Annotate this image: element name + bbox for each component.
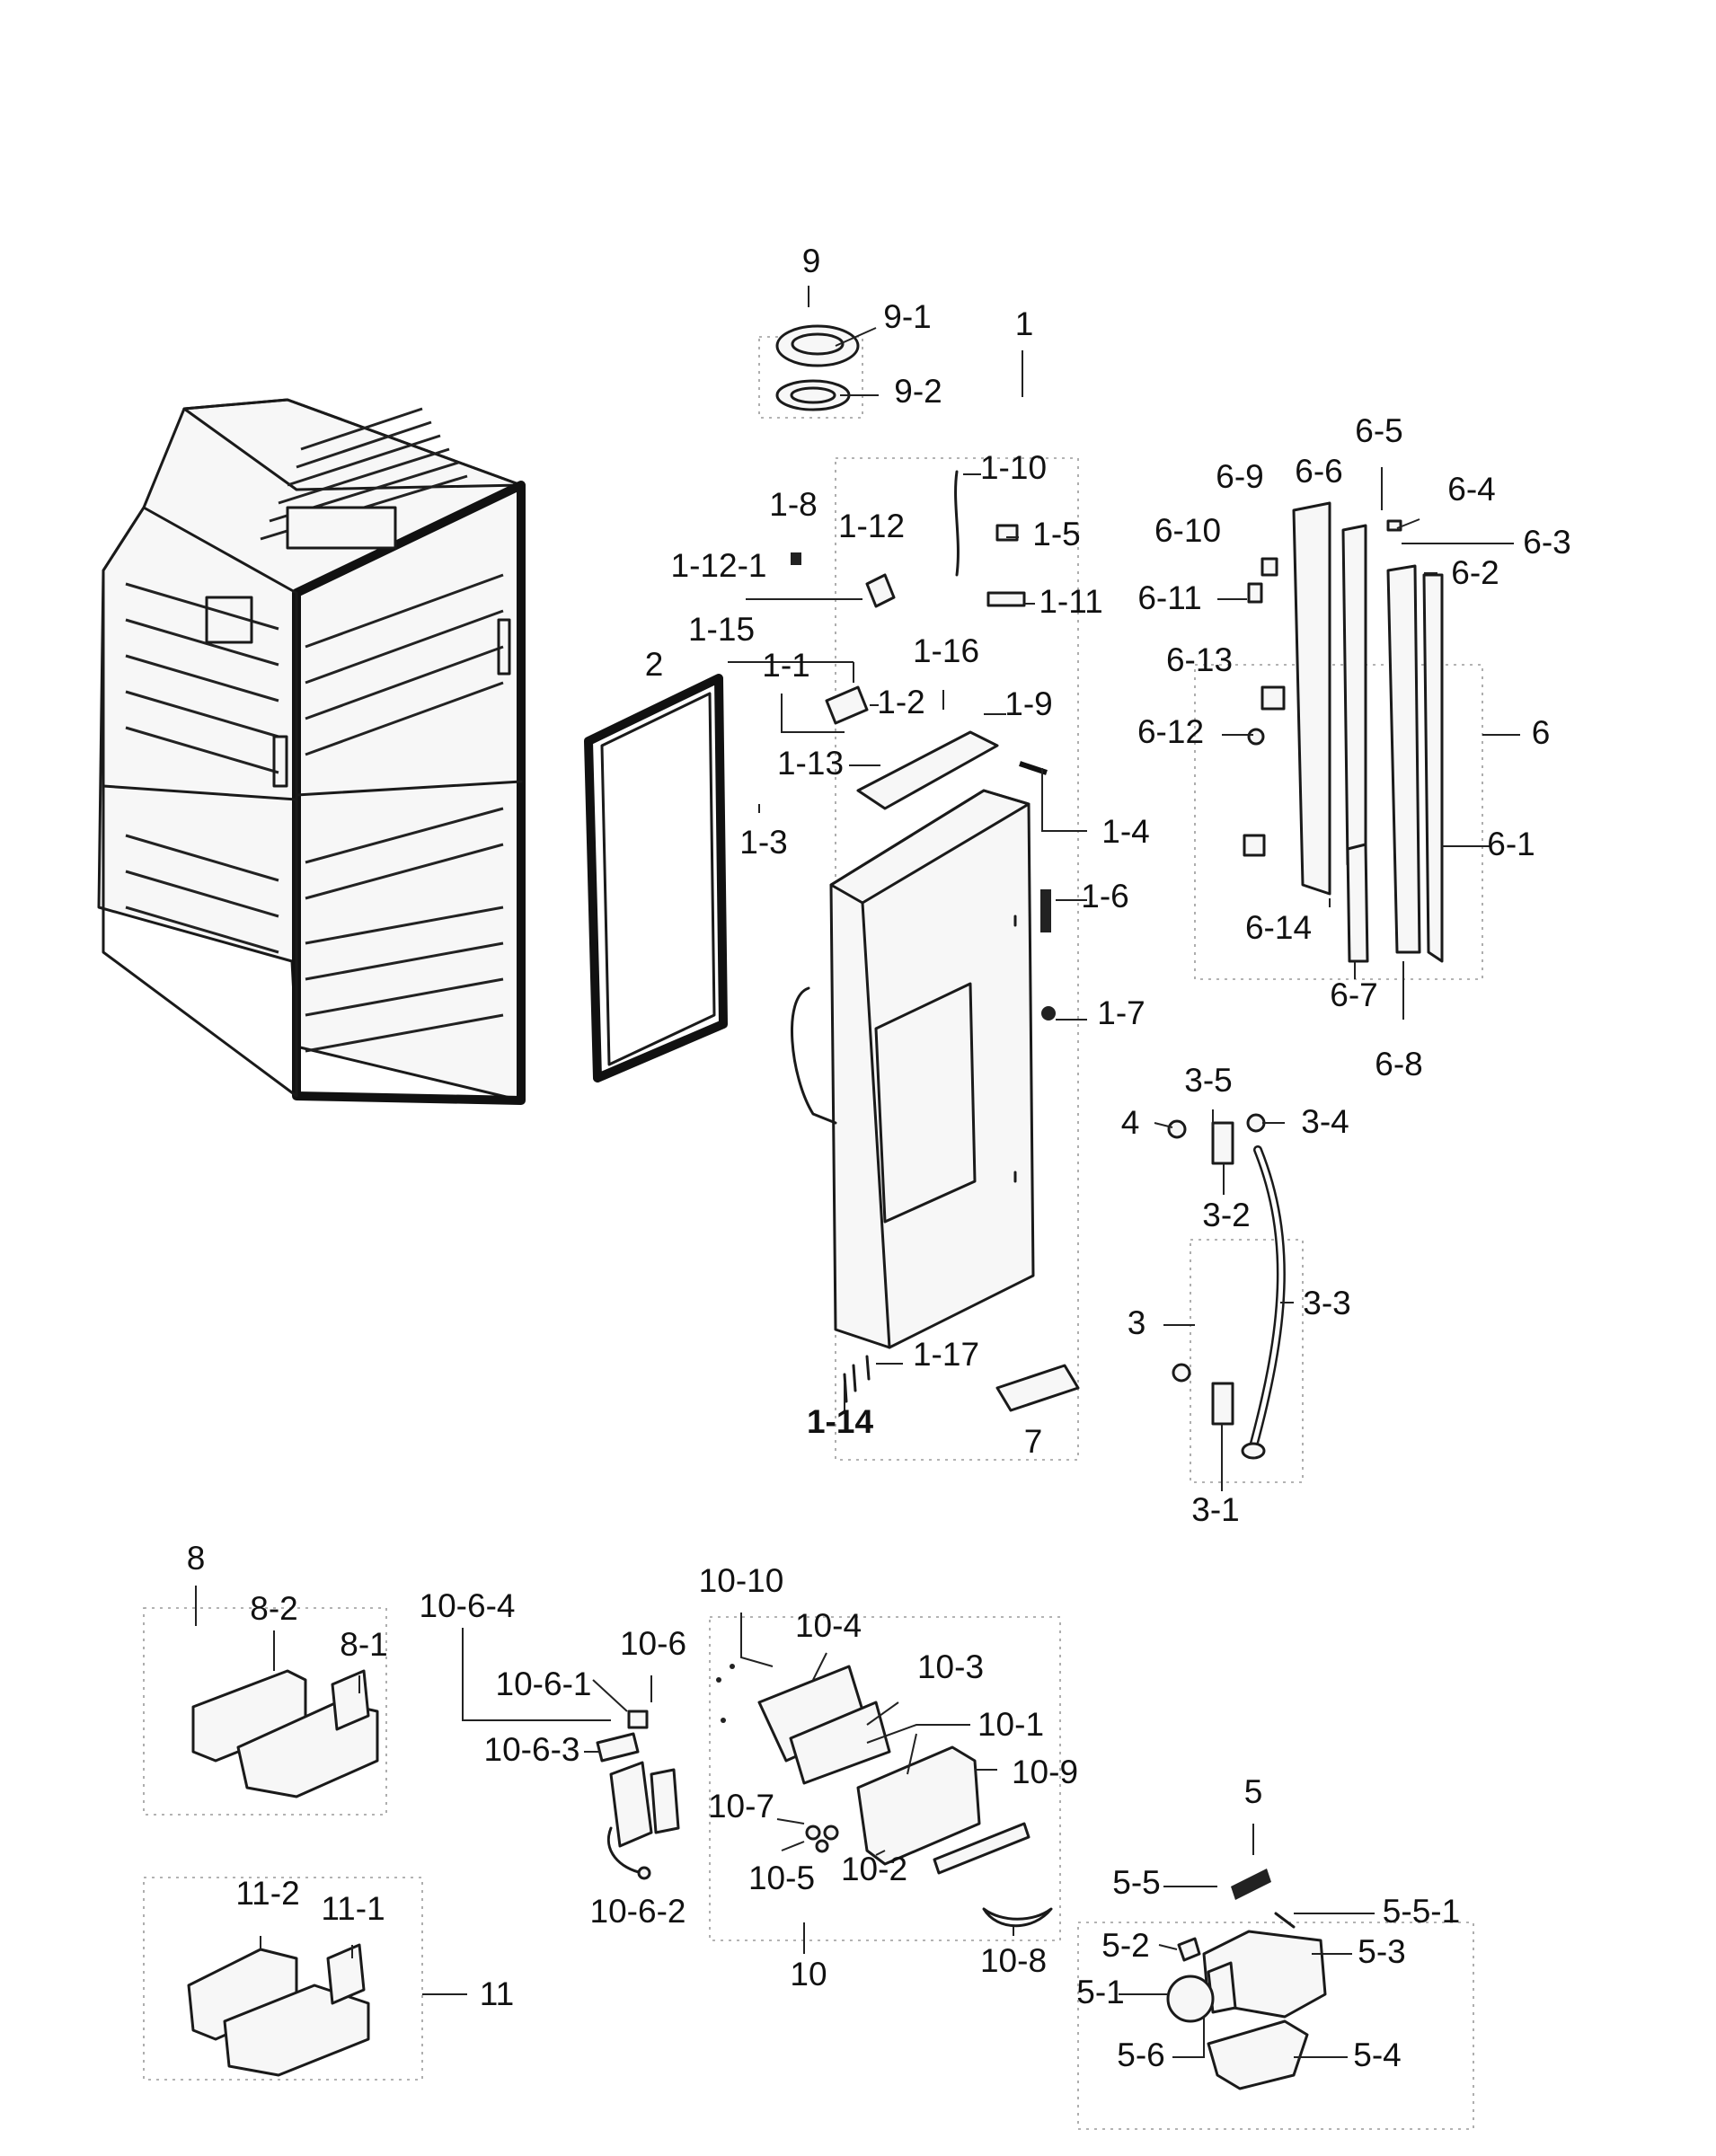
label-11-2: 11-2 [235, 1875, 299, 1912]
label-6-3: 6-3 [1523, 524, 1570, 561]
label-1-14: 1-14 [807, 1403, 873, 1440]
dispenser-10-6 [596, 1710, 680, 1880]
label-6-11: 6-11 [1137, 579, 1201, 616]
part-7 [995, 1364, 1080, 1412]
label-1-17: 1-17 [913, 1336, 979, 1373]
label-8-2: 8-2 [250, 1590, 297, 1627]
label-10-3: 10-3 [917, 1648, 984, 1685]
door-trim-6 [1243, 501, 1444, 963]
label-1-12: 1-12 [838, 508, 905, 544]
label-10-4: 10-4 [795, 1607, 862, 1644]
label-11: 11 [480, 1975, 514, 2012]
door-gasket-2 [584, 674, 728, 1082]
label-5: 5 [1244, 1773, 1263, 1810]
label-7: 7 [1024, 1423, 1043, 1460]
label-6-7: 6-7 [1330, 976, 1377, 1013]
label-1-6: 1-6 [1081, 878, 1128, 915]
label-10-10: 10-10 [699, 1562, 784, 1599]
label-6-10: 6-10 [1154, 512, 1221, 549]
label-10-7: 10-7 [708, 1788, 774, 1825]
part-9 [775, 324, 860, 411]
label-4: 4 [1121, 1104, 1140, 1141]
label-1-7: 1-7 [1097, 994, 1145, 1031]
label-6-8: 6-8 [1375, 1046, 1422, 1082]
label-1-5: 1-5 [1032, 516, 1080, 552]
label-9: 9 [802, 243, 821, 279]
label-3: 3 [1128, 1304, 1146, 1341]
label-6-9: 6-9 [1216, 458, 1263, 495]
label-1-11: 1-11 [1039, 583, 1102, 620]
label-9-1: 9-1 [883, 298, 931, 335]
label-1-1: 1-1 [762, 647, 809, 684]
label-10-6-1: 10-6-1 [496, 1666, 592, 1702]
callout-labels: 9 9-1 9-2 1 1-10 1-5 1-11 1-8 1-12 1-12-… [187, 243, 1571, 2073]
label-8-1: 8-1 [340, 1626, 387, 1663]
label-10-6: 10-6 [620, 1625, 686, 1662]
label-6-2: 6-2 [1451, 554, 1499, 591]
label-3-3: 3-3 [1303, 1285, 1350, 1321]
label-5-3: 5-3 [1358, 1933, 1405, 1970]
label-10-2: 10-2 [841, 1851, 907, 1887]
label-6-1: 6-1 [1487, 826, 1535, 862]
duct-11 [187, 1943, 370, 2077]
label-5-5: 5-5 [1112, 1864, 1160, 1901]
label-3-4: 3-4 [1301, 1103, 1349, 1140]
label-11-1: 11-1 [321, 1890, 385, 1927]
label-6: 6 [1532, 714, 1551, 751]
water-tube-3 [1167, 1113, 1286, 1460]
label-10-6-2: 10-6-2 [590, 1893, 686, 1930]
label-1-2: 1-2 [877, 684, 924, 720]
label-1-3: 1-3 [739, 824, 787, 861]
label-1: 1 [1015, 305, 1034, 342]
label-3-5: 3-5 [1184, 1062, 1232, 1099]
label-9-2: 9-2 [894, 373, 942, 410]
label-1-16: 1-16 [913, 632, 979, 669]
label-10-8: 10-8 [980, 1942, 1047, 1979]
label-10-6-4: 10-6-4 [420, 1587, 516, 1624]
label-1-4: 1-4 [1101, 813, 1149, 850]
label-6-5: 6-5 [1355, 412, 1402, 449]
duct-8 [191, 1669, 379, 1798]
group-boundaries [143, 336, 1483, 2130]
label-10-9: 10-9 [1012, 1754, 1078, 1790]
label-1-9: 1-9 [1004, 685, 1052, 722]
label-2: 2 [645, 646, 664, 683]
label-1-15: 1-15 [688, 611, 755, 648]
label-5-1: 5-1 [1076, 1974, 1124, 2010]
label-10-1: 10-1 [977, 1706, 1044, 1743]
label-3-1: 3-1 [1191, 1491, 1239, 1528]
label-10-5: 10-5 [748, 1860, 815, 1896]
label-5-5-1: 5-5-1 [1383, 1893, 1460, 1930]
label-1-10: 1-10 [980, 449, 1047, 486]
label-6-6: 6-6 [1295, 453, 1342, 490]
label-3-2: 3-2 [1202, 1197, 1250, 1233]
ice-maker-5 [1166, 1869, 1327, 2090]
label-5-2: 5-2 [1101, 1927, 1149, 1964]
label-10-6-3: 10-6-3 [484, 1731, 580, 1768]
label-1-13: 1-13 [777, 745, 844, 782]
label-10: 10 [790, 1956, 827, 1993]
label-6-4: 6-4 [1447, 471, 1495, 508]
label-6-14: 6-14 [1245, 909, 1312, 946]
dispenser-panel-10 [716, 1664, 1053, 1928]
label-5-4: 5-4 [1353, 2037, 1401, 2073]
leader-lines [195, 286, 1520, 2058]
refrigerator-cabinet [97, 398, 526, 1105]
label-1-8: 1-8 [769, 486, 817, 523]
label-1-12-1: 1-12-1 [671, 547, 767, 584]
freezer-door-1 [791, 470, 1056, 1403]
label-6-12: 6-12 [1137, 713, 1204, 750]
label-5-6: 5-6 [1117, 2037, 1164, 2073]
label-6-13: 6-13 [1166, 641, 1233, 678]
label-8: 8 [187, 1540, 206, 1577]
